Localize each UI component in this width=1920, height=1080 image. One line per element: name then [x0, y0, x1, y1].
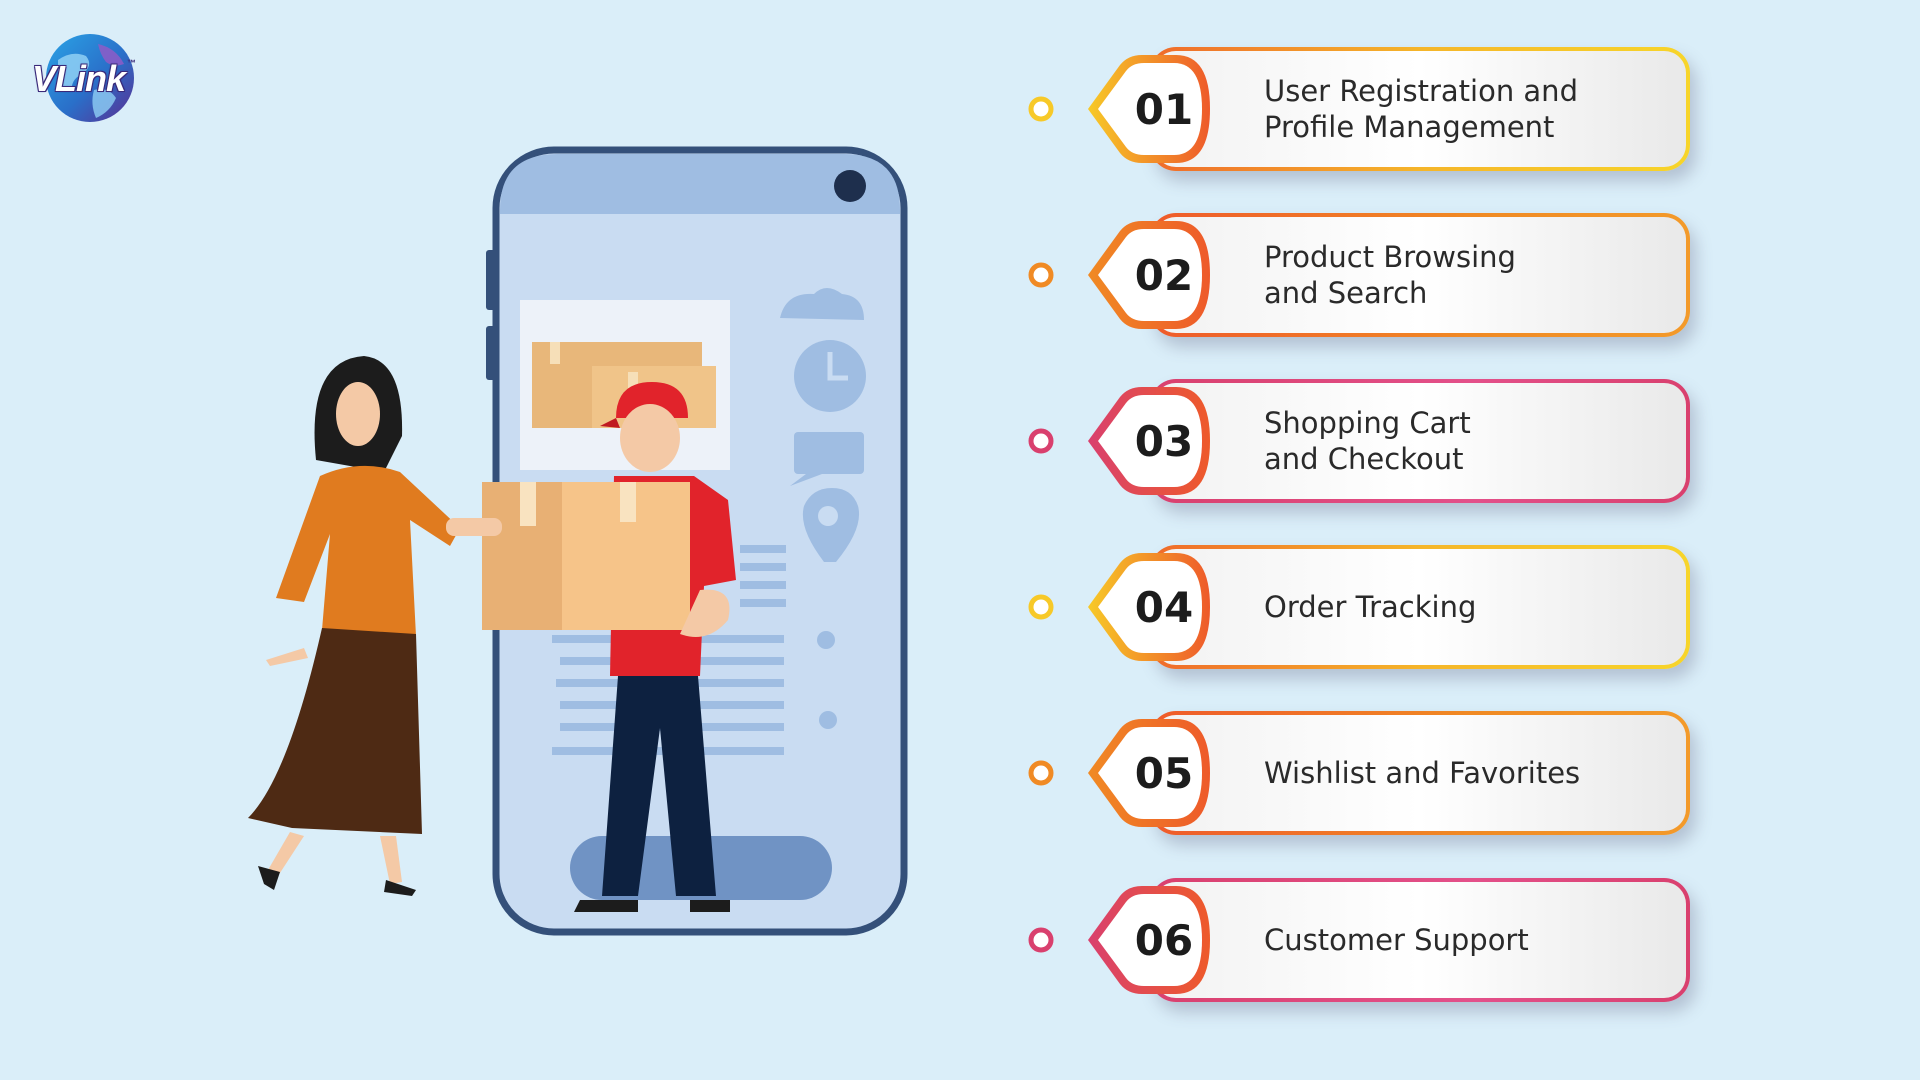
step-card: Wishlist and Favorites	[1150, 711, 1690, 835]
step-card-body: Wishlist and Favorites	[1154, 715, 1686, 831]
step-number: 04	[1134, 582, 1194, 632]
step-title-line: Shopping Cart	[1264, 406, 1471, 440]
timeline-dot-icon	[1027, 759, 1055, 787]
step-title-line: Wishlist and Favorites	[1264, 756, 1581, 790]
number-badge	[1080, 215, 1220, 335]
timeline-dot-icon	[1027, 261, 1055, 289]
number-badge	[1080, 547, 1220, 667]
step-title-line: Customer Support	[1264, 923, 1529, 957]
step-number: 06	[1134, 915, 1194, 965]
step-title-line: Product Browsing	[1264, 240, 1516, 274]
step-title-line: Profile Management	[1264, 110, 1555, 144]
step-title-line: and Checkout	[1264, 442, 1464, 476]
step-title: Customer Support	[1264, 882, 1666, 998]
step-number: 01	[1134, 84, 1194, 134]
timeline-dot-icon	[1027, 593, 1055, 621]
step-title: Wishlist and Favorites	[1264, 715, 1666, 831]
number-badge	[1080, 49, 1220, 169]
step-title: Order Tracking	[1264, 549, 1666, 665]
step-title-line: User Registration and	[1264, 74, 1578, 108]
timeline-dot-icon	[1027, 926, 1055, 954]
step-item-05: Wishlist and Favorites 05	[1020, 705, 1700, 841]
step-number: 02	[1134, 250, 1194, 300]
step-item-06: Customer Support 06	[1020, 872, 1700, 1008]
step-card: Order Tracking	[1150, 545, 1690, 669]
step-card-body: Order Tracking	[1154, 549, 1686, 665]
step-title-line: and Search	[1264, 276, 1428, 310]
globe-icon	[46, 34, 134, 122]
step-item-04: Order Tracking 04	[1020, 539, 1700, 675]
number-badge	[1080, 713, 1220, 833]
number-badge	[1080, 880, 1220, 1000]
step-title-line: Order Tracking	[1264, 590, 1477, 624]
step-number: 03	[1134, 416, 1194, 466]
timeline-dot-icon	[1027, 95, 1055, 123]
timeline-dotted-line	[1036, 39, 1044, 1015]
step-number: 05	[1134, 748, 1194, 798]
delivery-illustration	[180, 130, 940, 950]
step-card-body: Customer Support	[1154, 882, 1686, 998]
phone-delivery-illustration	[248, 146, 908, 936]
number-badge	[1080, 381, 1220, 501]
step-card: Customer Support	[1150, 878, 1690, 1002]
timeline-dot-icon	[1027, 427, 1055, 455]
